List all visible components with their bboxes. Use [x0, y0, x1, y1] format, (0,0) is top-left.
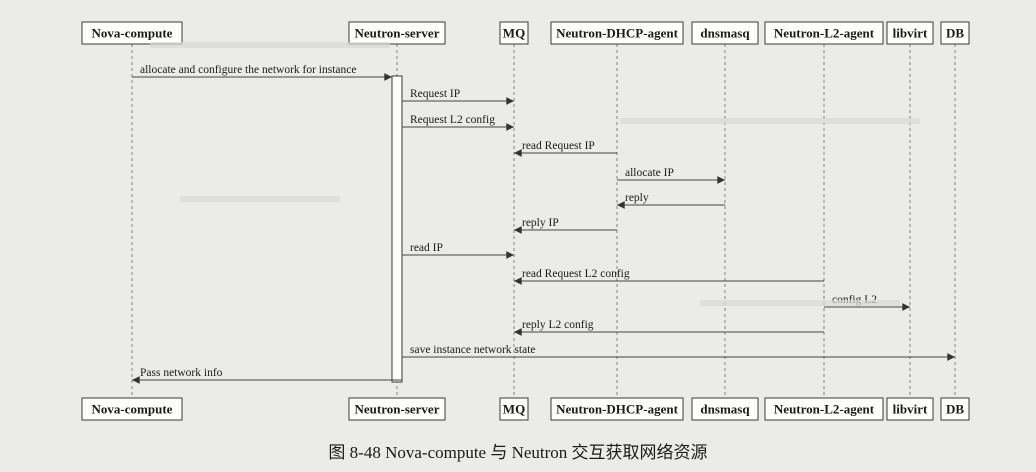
participant-label: dnsmasq	[700, 402, 750, 417]
scan-artifact	[700, 300, 900, 306]
message-arrow: save instance network state	[402, 344, 955, 361]
participant-dhcp-bottom: Neutron-DHCP-agent	[550, 397, 684, 421]
message-arrow: read Request L2 config	[514, 268, 824, 285]
message-label: Request IP	[410, 88, 460, 100]
message-arrow: read Request IP	[514, 140, 617, 157]
participant-db-bottom: DB	[940, 397, 970, 421]
message-label: save instance network state	[410, 344, 536, 356]
message-arrow: allocate and configure the network for i…	[132, 64, 392, 81]
message-label: read Request IP	[522, 140, 595, 152]
scan-artifact	[620, 118, 920, 124]
participant-db-top: DB	[940, 21, 970, 45]
participant-l2-bottom: Neutron-L2-agent	[764, 397, 884, 421]
scan-artifact	[180, 196, 340, 202]
participant-nova-bottom: Nova-compute	[81, 397, 183, 421]
message-label: reply L2 config	[522, 319, 594, 331]
participant-label: DB	[946, 26, 964, 41]
participant-label: libvirt	[893, 26, 928, 41]
message-arrow: reply L2 config	[514, 319, 824, 336]
participant-label: Nova-compute	[92, 26, 173, 41]
message-label: read IP	[410, 242, 443, 254]
participant-libvirt-bottom: libvirt	[886, 397, 934, 421]
participant-label: Neutron-server	[355, 26, 440, 41]
message-label: reply IP	[522, 217, 559, 229]
participant-label: dnsmasq	[700, 26, 750, 41]
message-label: read Request L2 config	[522, 268, 630, 280]
participant-libvirt-top: libvirt	[886, 21, 934, 45]
message-arrow: read IP	[402, 242, 514, 259]
participant-label: Neutron-L2-agent	[774, 402, 875, 417]
participant-dnsmasq-bottom: dnsmasq	[691, 397, 759, 421]
participant-label: libvirt	[893, 402, 928, 417]
participant-label: MQ	[503, 26, 525, 41]
scan-artifact	[150, 42, 390, 48]
participant-label: Neutron-L2-agent	[774, 26, 875, 41]
message-arrow: Request IP	[402, 88, 514, 105]
participant-label: Nova-compute	[92, 402, 173, 417]
message-label: allocate and configure the network for i…	[140, 64, 357, 76]
message-label: Request L2 config	[410, 114, 495, 126]
participant-label: MQ	[503, 402, 525, 417]
participant-label: Neutron-DHCP-agent	[556, 26, 678, 41]
message-arrow: Request L2 config	[402, 114, 514, 131]
message-arrow: Pass network info	[132, 367, 402, 384]
message-arrow: allocate IP	[617, 167, 725, 184]
message-arrow: reply	[617, 192, 725, 209]
participant-label: Neutron-server	[355, 402, 440, 417]
participant-dhcp-top: Neutron-DHCP-agent	[550, 21, 684, 45]
message-label: reply	[625, 192, 649, 204]
participant-nserver-bottom: Neutron-server	[348, 397, 446, 421]
participant-mq-top: MQ	[499, 21, 529, 45]
message-arrow: reply IP	[514, 217, 617, 234]
participant-label: DB	[946, 402, 964, 417]
participant-label: Neutron-DHCP-agent	[556, 402, 678, 417]
figure-caption: 图 8-48 Nova-compute 与 Neutron 交互获取网络资源	[328, 443, 708, 462]
message-label: Pass network info	[140, 367, 223, 379]
activation-bar-neutron-server	[391, 75, 403, 383]
participant-nserver-top: Neutron-server	[348, 21, 446, 45]
sequence-diagram-svg: allocate and configure the network for i…	[81, 21, 970, 421]
participant-l2-top: Neutron-L2-agent	[764, 21, 884, 45]
message-label: allocate IP	[625, 167, 674, 179]
participant-mq-bottom: MQ	[499, 397, 529, 421]
participant-nova-top: Nova-compute	[81, 21, 183, 45]
participant-dnsmasq-top: dnsmasq	[691, 21, 759, 45]
